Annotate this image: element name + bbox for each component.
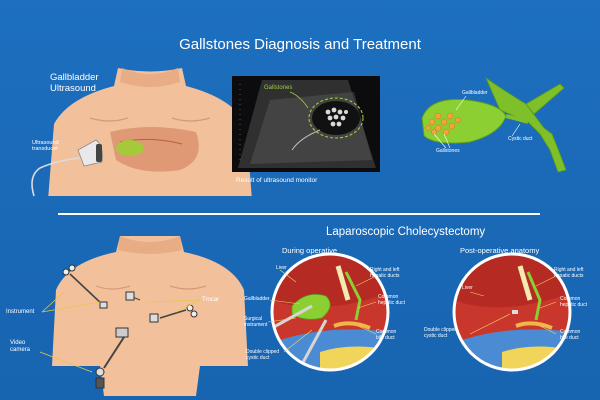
- during-hepatic-line2: hepatic ducts: [370, 272, 400, 279]
- gallbladder-anatomy-illustration: [421, 76, 567, 173]
- post-common-bile-label: Common bile duct: [560, 329, 581, 341]
- post-clipped-duct-label: Double clipped cystic duct: [424, 327, 458, 339]
- post-operative-heading: Post-operative anatomy: [460, 246, 540, 255]
- during-surgical-line1: Surgical: [244, 316, 263, 322]
- post-clipped-line1: Double clipped: [424, 327, 458, 333]
- post-hepatic-line1: Right and left: [554, 267, 584, 273]
- transducer-label: Ultrasound transducer: [32, 140, 59, 152]
- during-operative-illustration: [267, 252, 390, 372]
- lower-pointer-lines: [39, 291, 201, 373]
- during-hepatic-ducts-label: Right and left hepatic ducts: [370, 267, 400, 279]
- post-liver-label: Liver: [462, 285, 473, 291]
- during-common-bile-line1: Common: [376, 329, 397, 335]
- gallbladder-label: Gallbladder: [462, 90, 488, 96]
- monitor-gallstones-label: Gallstones: [264, 85, 293, 91]
- during-liver-label: Liver: [276, 265, 287, 271]
- post-hepatic-ducts-label: Right and left hepatic ducts: [554, 267, 584, 279]
- trocar-label: Trocar: [202, 297, 220, 303]
- video-camera-label-line2: camera: [10, 347, 31, 353]
- laparoscopic-title: Laparoscopic Cholecystectomy: [326, 226, 486, 238]
- post-common-hepatic-line1: Common: [560, 296, 581, 302]
- post-common-hepatic-label: Common hepatic duct: [560, 296, 587, 308]
- post-operative-illustration: [452, 252, 572, 372]
- during-operative-heading: During operative: [282, 246, 338, 255]
- post-common-bile-line1: Common: [560, 329, 581, 335]
- during-hepatic-line1: Right and left: [370, 267, 400, 273]
- ultrasound-monitor: [232, 76, 380, 172]
- during-gallbladder-label: Gallbladder: [244, 296, 270, 302]
- monitor-caption: Result of ultrasound monitor: [236, 177, 318, 184]
- during-surgical-instrument-label: Surgical instrument: [244, 316, 268, 328]
- ultrasound-heading-line2: Ultrasound: [50, 83, 96, 94]
- during-surgical-line2: instrument: [244, 321, 268, 328]
- upper-torso-illustration: [48, 68, 252, 202]
- during-common-hepatic-line2: hepatic duct: [378, 299, 405, 306]
- during-common-hepatic-line1: Common: [378, 294, 399, 300]
- during-clipped-duct-label: Double clipped cystic duct: [246, 349, 280, 361]
- gallstones-label: Gallstones: [436, 148, 460, 154]
- transducer-label-line1: Ultrasound: [32, 140, 59, 146]
- ultrasound-transducer-icon: [31, 139, 103, 197]
- post-common-hepatic-line2: hepatic duct: [560, 301, 587, 308]
- instrument-label: Instrument: [6, 309, 35, 315]
- post-clipped-line2: cystic duct: [424, 332, 448, 339]
- during-common-bile-line2: bile duct: [376, 334, 395, 341]
- cystic-duct-label: Cystic duct: [508, 136, 533, 142]
- video-camera-label-line1: Video: [10, 340, 26, 346]
- post-hepatic-line2: hepatic ducts: [554, 272, 584, 279]
- during-common-bile-label: Common bile duct: [376, 329, 397, 341]
- during-clipped-line2: cystic duct: [246, 354, 270, 361]
- post-common-bile-line2: bile duct: [560, 334, 579, 341]
- ultrasound-heading: Gallbladder Ultrasound: [50, 72, 99, 94]
- during-clipped-line1: Double clipped: [246, 349, 280, 355]
- page-title: Gallstones Diagnosis and Treatment: [179, 36, 421, 53]
- video-camera-label: Video camera: [10, 340, 30, 354]
- during-common-hepatic-label: Common hepatic duct: [378, 294, 405, 306]
- transducer-label-line2: transducer: [32, 145, 58, 152]
- trocar-instruments: [62, 264, 198, 389]
- ultrasound-heading-line1: Gallbladder: [50, 72, 99, 83]
